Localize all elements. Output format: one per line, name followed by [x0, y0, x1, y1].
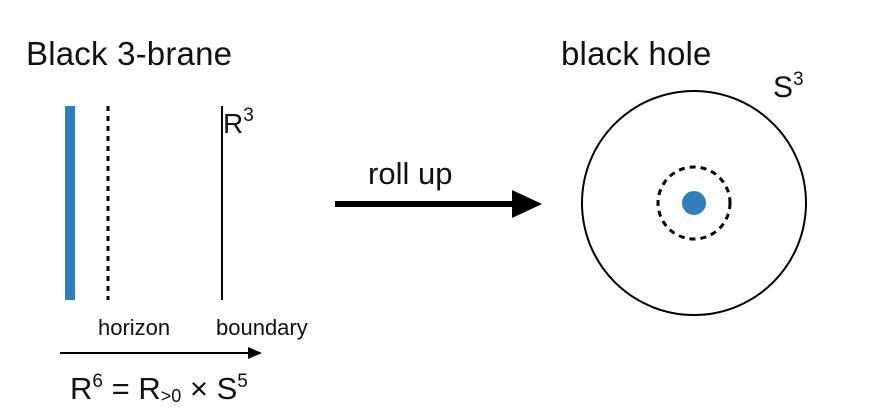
horizon-circle	[656, 165, 732, 241]
boundary-sphere	[581, 90, 807, 316]
black-hole-core	[682, 191, 706, 215]
formula-rhs2-exp: 5	[237, 371, 248, 392]
formula-times: ×	[189, 371, 208, 406]
r3-label: R3	[223, 106, 254, 138]
formula-lhs-base: R	[70, 371, 93, 406]
s3-label: S3	[773, 70, 804, 103]
boundary-label: boundary	[216, 315, 308, 340]
formula-lhs-exp: 6	[92, 371, 103, 392]
radial-arrow-head	[248, 347, 262, 359]
formula-eq: =	[111, 371, 130, 406]
roll-up-label: roll up	[368, 156, 453, 191]
left-title: Black 3-brane	[26, 35, 233, 72]
formula-rhs2-base: S	[216, 371, 238, 406]
right-arrow-icon	[335, 190, 542, 218]
formula-rhs1-sub: >0	[160, 386, 182, 406]
s3-exponent: 3	[793, 69, 804, 90]
formula: R6 = R>0 × S5	[70, 372, 248, 405]
r3-base: R	[223, 108, 244, 139]
right-title: black hole	[561, 35, 712, 72]
s3-base: S	[773, 71, 794, 104]
horizon-label: horizon	[98, 315, 171, 340]
formula-rhs1-base: R	[138, 371, 161, 406]
r3-exponent: 3	[243, 105, 254, 126]
brane-bar	[65, 106, 75, 300]
